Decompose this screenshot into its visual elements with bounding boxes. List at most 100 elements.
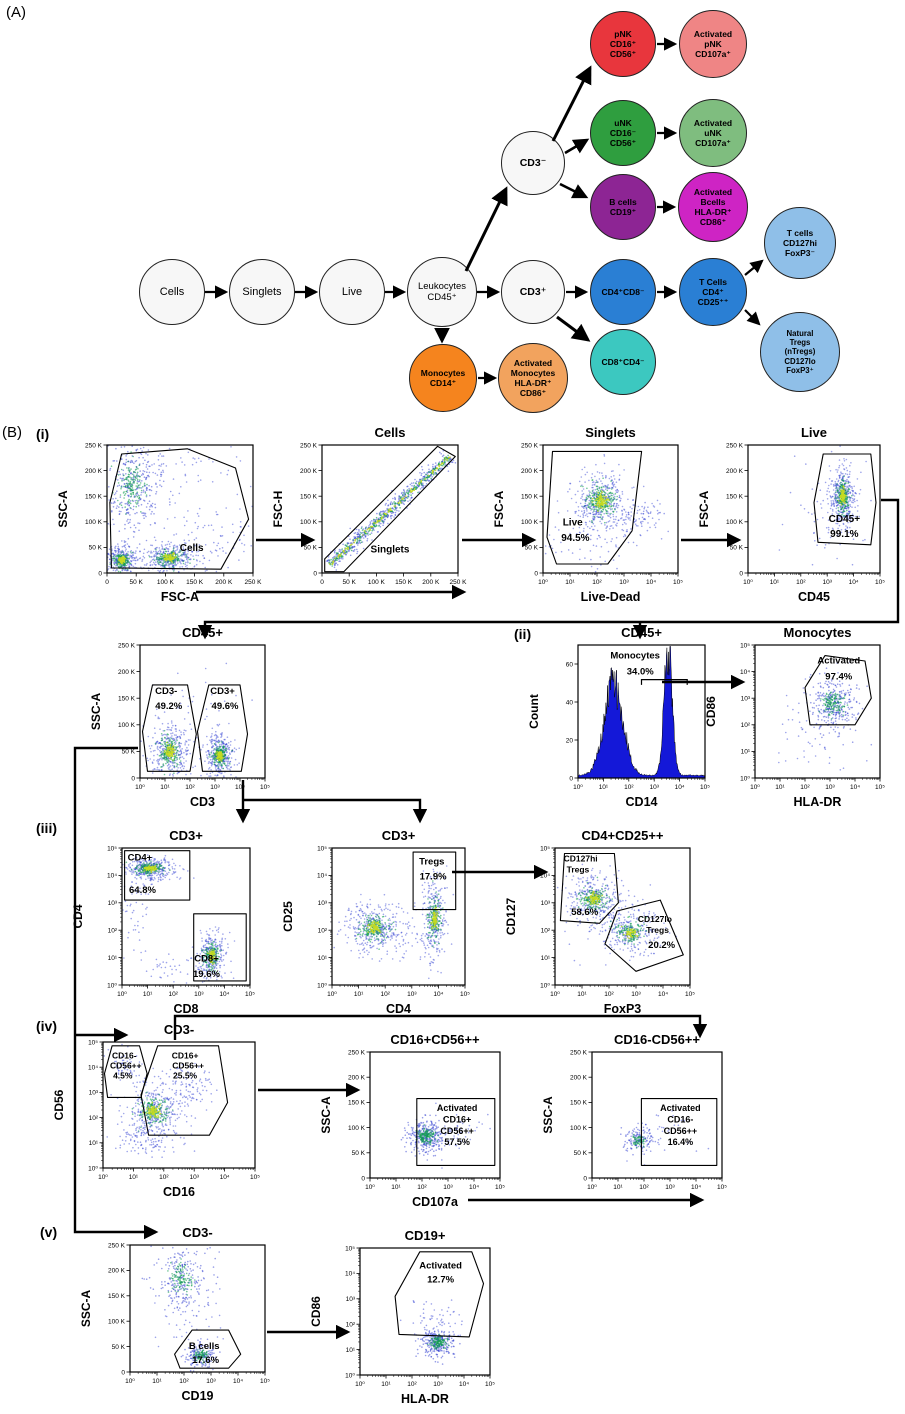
svg-text:0: 0 bbox=[105, 579, 109, 586]
row-label-i: (i) bbox=[36, 426, 49, 442]
node-b-cells: B cells CD19⁺ bbox=[590, 174, 656, 240]
svg-text:100 K: 100 K bbox=[726, 519, 744, 526]
node-singlets-label: Singlets bbox=[242, 286, 281, 299]
node-cd4pos-cd8neg-label: CD4⁺CD8⁻ bbox=[602, 287, 645, 297]
svg-text:200 K: 200 K bbox=[215, 579, 233, 586]
svg-text:250 K: 250 K bbox=[521, 442, 539, 449]
node-cd8pos-cd4neg: CD8⁺CD4⁻ bbox=[590, 329, 656, 395]
svg-text:10⁵: 10⁵ bbox=[673, 579, 683, 586]
svg-text:Live: Live bbox=[801, 425, 827, 440]
row-label-iv: (iv) bbox=[36, 1018, 57, 1034]
node-unk-label: uNK CD16⁻ CD56⁺ bbox=[610, 118, 636, 148]
svg-text:FSC-A: FSC-A bbox=[161, 590, 199, 604]
svg-text:0: 0 bbox=[534, 570, 538, 577]
svg-text:10⁴: 10⁴ bbox=[646, 579, 656, 586]
node-natural-tregs: Natural Tregs (nTregs) CD127lo FoxP3⁺ bbox=[760, 312, 840, 392]
row-label-ii: (ii) bbox=[514, 626, 531, 642]
svg-text:250 K: 250 K bbox=[450, 579, 468, 586]
svg-text:200 K: 200 K bbox=[726, 468, 744, 475]
svg-text:10¹: 10¹ bbox=[565, 579, 575, 586]
svg-text:150 K: 150 K bbox=[300, 494, 318, 501]
svg-text:50 K: 50 K bbox=[525, 545, 539, 552]
node-b-cells-label: B cells CD19⁺ bbox=[609, 197, 636, 217]
svg-text:10³: 10³ bbox=[822, 579, 832, 586]
svg-text:FSC-H: FSC-H bbox=[272, 491, 285, 528]
svg-text:10¹: 10¹ bbox=[770, 579, 780, 586]
svg-text:250 K: 250 K bbox=[726, 442, 744, 449]
svg-text:Singlets: Singlets bbox=[585, 425, 636, 440]
panel-b-label: (B) bbox=[2, 424, 22, 441]
svg-text:150 K: 150 K bbox=[521, 494, 539, 501]
node-live: Live bbox=[319, 259, 385, 325]
node-activated-unk: Activated uNK CD107a⁺ bbox=[679, 99, 747, 167]
svg-text:150 K: 150 K bbox=[395, 579, 413, 586]
node-cd3-positive-label: CD3⁺ bbox=[520, 286, 547, 298]
svg-text:250 K: 250 K bbox=[85, 442, 103, 449]
row-label-v: (v) bbox=[40, 1224, 57, 1240]
svg-text:200 K: 200 K bbox=[300, 468, 318, 475]
node-cd3-positive: CD3⁺ bbox=[501, 260, 565, 324]
svg-text:100 K: 100 K bbox=[300, 519, 318, 526]
node-natural-tregs-label: Natural Tregs (nTregs) CD127lo FoxP3⁺ bbox=[784, 329, 815, 375]
node-activated-b-cells-label: Activated Bcells HLA-DR⁺ CD86⁺ bbox=[694, 187, 732, 227]
node-t-cells-cd127hi: T cells CD127hi FoxP3⁻ bbox=[764, 207, 836, 279]
svg-text:250 K: 250 K bbox=[245, 579, 263, 586]
node-cells-label: Cells bbox=[160, 286, 184, 299]
svg-text:10⁰: 10⁰ bbox=[743, 579, 753, 586]
svg-text:50 K: 50 K bbox=[130, 579, 144, 586]
svg-text:150 K: 150 K bbox=[85, 494, 103, 501]
svg-text:10⁰: 10⁰ bbox=[538, 579, 548, 586]
node-activated-b-cells: Activated Bcells HLA-DR⁺ CD86⁺ bbox=[678, 172, 748, 242]
node-activated-monocytes: Activated Monocytes HLA-DR⁺ CD86⁺ bbox=[498, 343, 568, 413]
svg-text:Cells: Cells bbox=[180, 543, 204, 554]
svg-text:50 K: 50 K bbox=[343, 579, 357, 586]
svg-text:50 K: 50 K bbox=[89, 545, 103, 552]
svg-text:10²: 10² bbox=[592, 579, 602, 586]
node-cd3-negative-label: CD3⁻ bbox=[520, 157, 547, 169]
svg-text:CD45: CD45 bbox=[798, 590, 830, 604]
svg-text:10⁴: 10⁴ bbox=[849, 579, 859, 586]
svg-text:0: 0 bbox=[320, 579, 324, 586]
svg-text:Singlets: Singlets bbox=[371, 545, 410, 556]
svg-text:150 K: 150 K bbox=[726, 494, 744, 501]
svg-text:250 K: 250 K bbox=[300, 442, 318, 449]
node-t-cells: T Cells CD4⁺ CD25⁺⁺ bbox=[679, 258, 747, 326]
node-t-cells-label: T Cells CD4⁺ CD25⁺⁺ bbox=[698, 277, 729, 307]
node-singlets: Singlets bbox=[229, 259, 295, 325]
svg-text:FSC-A: FSC-A bbox=[493, 490, 506, 527]
svg-text:50 K: 50 K bbox=[304, 545, 318, 552]
svg-text:Live: Live bbox=[563, 518, 583, 529]
node-cd3-negative: CD3⁻ bbox=[501, 131, 565, 195]
svg-text:100 K: 100 K bbox=[85, 519, 103, 526]
svg-text:99.1%: 99.1% bbox=[830, 529, 858, 540]
svg-text:100 K: 100 K bbox=[521, 519, 539, 526]
svg-text:94.5%: 94.5% bbox=[561, 533, 589, 544]
svg-text:CD45+: CD45+ bbox=[829, 514, 861, 525]
node-activated-pnk: Activated pNK CD107a⁺ bbox=[679, 10, 747, 78]
svg-text:0: 0 bbox=[739, 570, 743, 577]
svg-text:10⁵: 10⁵ bbox=[875, 579, 885, 586]
panel-a-label: (A) bbox=[6, 4, 26, 21]
svg-text:Cells: Cells bbox=[374, 425, 405, 440]
node-leukocytes-label: Leukocytes CD45⁺ bbox=[418, 281, 466, 303]
node-t-cells-cd127hi-label: T cells CD127hi FoxP3⁻ bbox=[783, 228, 817, 258]
row-label-iii: (iii) bbox=[36, 820, 57, 836]
node-monocytes-label: Monocytes CD14⁺ bbox=[421, 368, 465, 388]
node-cd4pos-cd8neg: CD4⁺CD8⁻ bbox=[590, 259, 656, 325]
svg-text:0: 0 bbox=[98, 570, 102, 577]
